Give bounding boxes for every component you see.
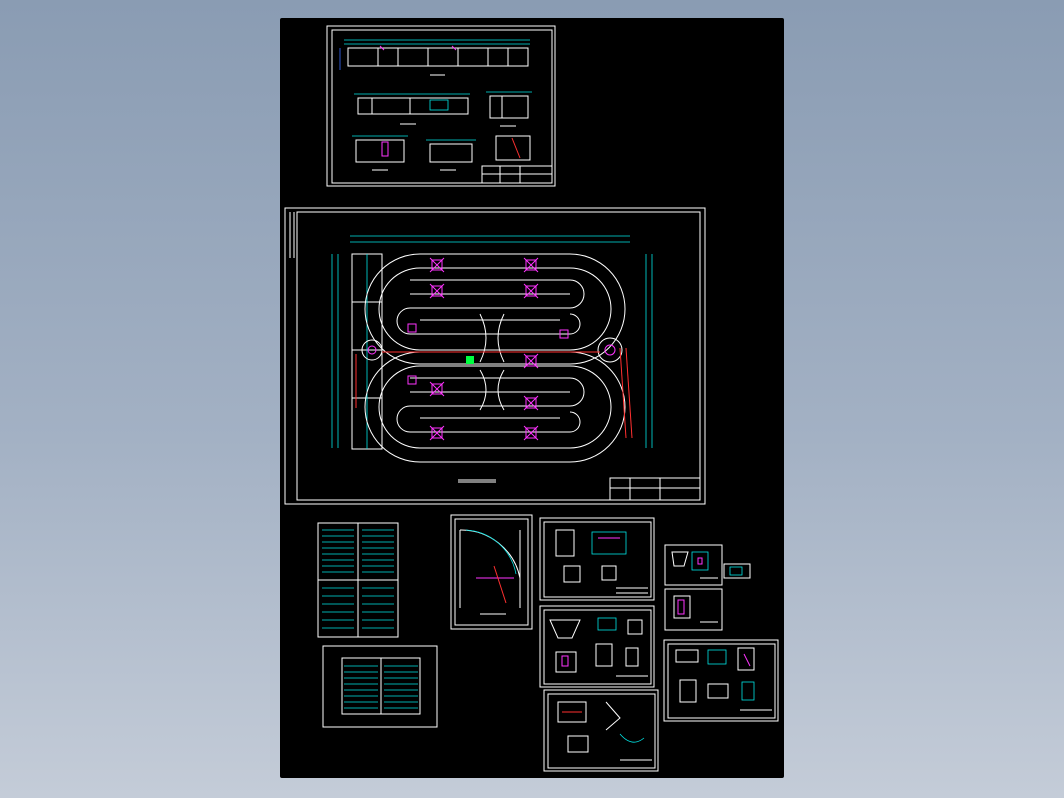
detail-sheet-4[interactable] [663,639,779,722]
small-detail-c[interactable] [664,588,723,631]
material-table-sheet[interactable] [317,522,399,638]
detail-sheet-1[interactable] [539,517,655,601]
detail-sheet-2[interactable] [539,605,655,688]
small-detail-a[interactable] [664,544,723,586]
cad-model-space[interactable] [280,18,784,778]
small-detail-b[interactable] [723,563,751,579]
detail-sheet-3[interactable] [543,689,659,772]
equipment-table-sheet[interactable] [322,645,438,728]
elevation-sections-sheet[interactable] [326,25,556,187]
highlighted-equipment [466,356,474,364]
corner-detail-sheet[interactable] [450,514,533,630]
cad-drawing-canvas[interactable] [280,18,784,778]
oxidation-ditch-plan-sheet[interactable] [284,207,706,505]
